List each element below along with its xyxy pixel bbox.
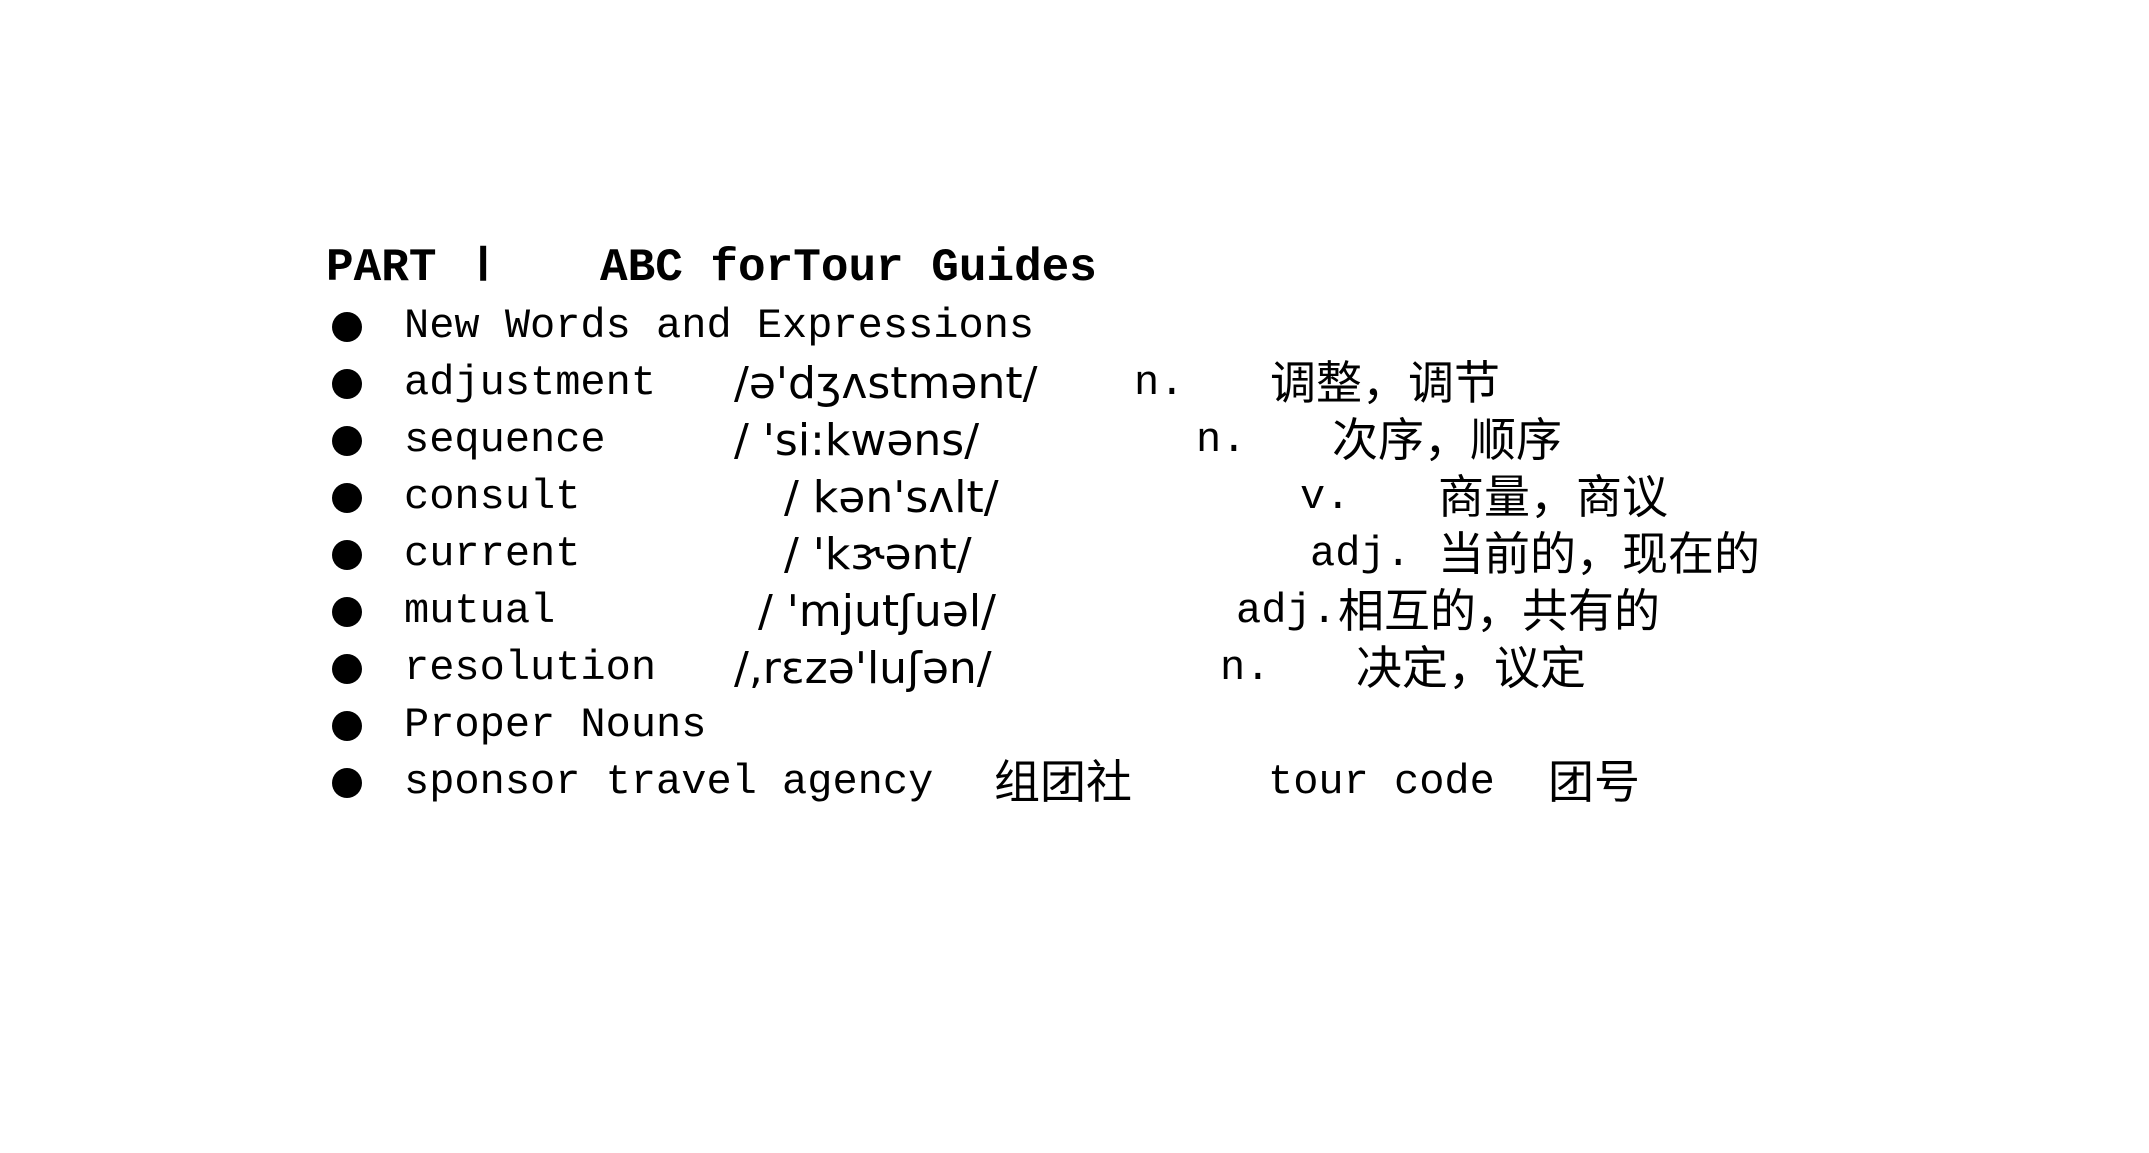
part-heading: PART Ⅰ ABC forTour Guides bbox=[326, 238, 1097, 298]
vocab-pronunciation: / 'mjutʃuəl/ bbox=[758, 586, 996, 637]
list-item-vocab: sequence / 'si:kwəns/ n. 次序，顺序 bbox=[326, 412, 2126, 469]
list-item-section-proper-nouns: Proper Nouns bbox=[326, 697, 2126, 754]
list-item-vocab: current / 'kɝənt/ adj. 当前的，现在的 bbox=[326, 526, 2126, 583]
part-title: ABC forTour Guides bbox=[600, 242, 1097, 294]
proper-noun-meaning: 团号 bbox=[1548, 755, 1640, 809]
vocab-part-of-speech: adj. bbox=[1310, 530, 1411, 578]
list-item-vocab: consult / kən'sʌlt/ v. 商量，商议 bbox=[326, 469, 2126, 526]
proper-noun-term: tour code bbox=[1268, 758, 1495, 806]
bullet-icon bbox=[332, 654, 362, 684]
vocab-meaning: 当前的，现在的 bbox=[1438, 527, 1760, 581]
list-item-vocab: adjustment /ə'dʒʌstmənt/ n. 调整，调节 bbox=[326, 355, 2126, 412]
bullet-icon bbox=[332, 711, 362, 741]
vocab-pronunciation: / 'si:kwəns/ bbox=[734, 415, 980, 466]
vocab-part-of-speech: adj. bbox=[1236, 587, 1337, 635]
vocab-meaning: 商量，商议 bbox=[1438, 470, 1668, 524]
list-item-proper-nouns: sponsor travel agency 组团社 tour code 团号 bbox=[326, 754, 2126, 811]
bullet-icon bbox=[332, 540, 362, 570]
vocab-pronunciation: /,rɛzə'luʃən/ bbox=[734, 643, 992, 694]
vocab-word: mutual bbox=[404, 587, 556, 635]
proper-noun-meaning: 组团社 bbox=[994, 755, 1132, 809]
list-item-vocab: mutual / 'mjutʃuəl/ adj. 相互的，共有的 bbox=[326, 583, 2126, 640]
vocab-meaning: 次序，顺序 bbox=[1332, 413, 1562, 467]
vocab-word: sequence bbox=[404, 416, 606, 464]
vocab-word: resolution bbox=[404, 644, 657, 692]
section-label: New Words and Expressions bbox=[404, 302, 1035, 350]
bullet-icon bbox=[332, 426, 362, 456]
vocab-part-of-speech: v. bbox=[1300, 473, 1351, 521]
vocab-meaning: 决定，议定 bbox=[1356, 641, 1586, 695]
vocab-word: current bbox=[404, 530, 581, 578]
slide-page: PART Ⅰ ABC forTour Guides New Words and Ex… bbox=[326, 238, 2126, 811]
vocab-meaning: 调整，调节 bbox=[1270, 356, 1500, 410]
vocab-word: adjustment bbox=[404, 359, 657, 407]
part-label: PART bbox=[326, 242, 437, 294]
bullet-icon bbox=[332, 597, 362, 627]
vocab-pronunciation: / kən'sʌlt/ bbox=[784, 472, 999, 523]
bullet-icon bbox=[332, 768, 362, 798]
vocab-part-of-speech: n. bbox=[1134, 359, 1185, 407]
proper-noun-term: sponsor travel agency bbox=[404, 758, 934, 806]
bullet-icon bbox=[332, 312, 362, 342]
list-item-section-new-words: New Words and Expressions bbox=[326, 298, 2126, 355]
vocab-meaning: 相互的，共有的 bbox=[1338, 584, 1660, 638]
vocab-part-of-speech: n. bbox=[1196, 416, 1247, 464]
part-numeral: Ⅰ bbox=[476, 242, 490, 294]
bullet-icon bbox=[332, 369, 362, 399]
vocab-pronunciation: / 'kɝənt/ bbox=[784, 529, 972, 580]
vocab-word: consult bbox=[404, 473, 581, 521]
vocab-pronunciation: /ə'dʒʌstmənt/ bbox=[734, 358, 1038, 409]
section-label: Proper Nouns bbox=[404, 701, 707, 749]
list-item-vocab: resolution /,rɛzə'luʃən/ n. 决定，议定 bbox=[326, 640, 2126, 697]
vocab-part-of-speech: n. bbox=[1220, 644, 1271, 692]
bullet-icon bbox=[332, 483, 362, 513]
